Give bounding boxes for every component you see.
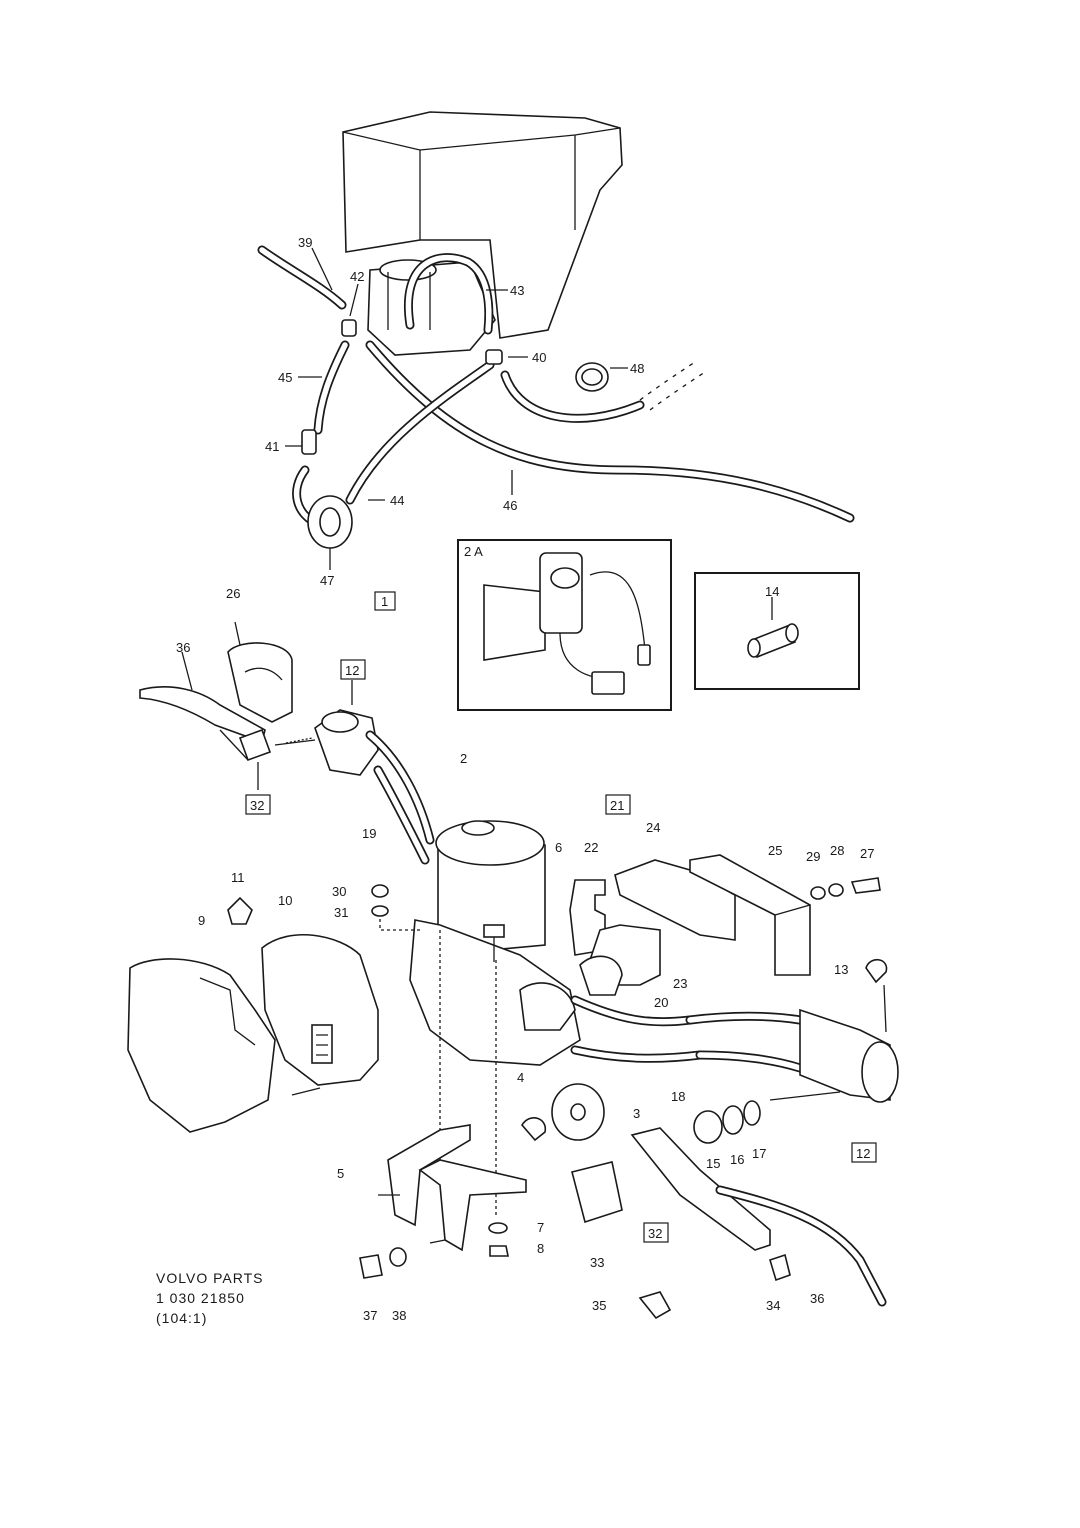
main-pump-assembly: [127, 820, 899, 1218]
footer-part-number: 1 030 21850: [156, 1290, 245, 1306]
callout-6: 6: [555, 840, 562, 855]
callout-14: 14: [765, 584, 779, 599]
callout-45: 45: [278, 370, 292, 385]
callout-16: 16: [730, 1152, 744, 1167]
callout-37: 37: [363, 1308, 377, 1323]
callout-36-right: 36: [810, 1291, 824, 1306]
callout-27: 27: [860, 846, 874, 861]
callout-8: 8: [537, 1241, 544, 1256]
callout-23: 23: [673, 976, 687, 991]
callout-25: 25: [768, 843, 782, 858]
footer-part-info: VOLVO PARTS 1 030 21850 (104:1): [156, 1268, 263, 1328]
callout-3: 3: [633, 1106, 640, 1121]
callout-33: 33: [590, 1255, 604, 1270]
reservoir-assembly: [342, 111, 623, 356]
callout-30: 30: [332, 884, 346, 899]
callout-13: 13: [834, 962, 848, 977]
box-ref-12-top: 12: [345, 663, 359, 678]
callout-36-left: 36: [176, 640, 190, 655]
callout-42: 42: [350, 269, 364, 284]
callout-18: 18: [671, 1089, 685, 1104]
box-ref-1: 1: [381, 594, 388, 609]
callout-38: 38: [392, 1308, 406, 1323]
callout-inset-2a: 2 A: [464, 544, 483, 559]
callout-34: 34: [766, 1298, 780, 1313]
callout-4: 4: [517, 1070, 524, 1085]
callout-15: 15: [706, 1156, 720, 1171]
callout-22: 22: [584, 840, 598, 855]
inset-2a: [457, 539, 672, 711]
box-ref-32-left: 32: [250, 798, 264, 813]
callout-19: 19: [362, 826, 376, 841]
callout-11: 11: [231, 870, 245, 885]
callout-44: 44: [390, 493, 404, 508]
inset-14: [694, 572, 860, 690]
callout-28: 28: [830, 843, 844, 858]
callout-17: 17: [752, 1146, 766, 1161]
callout-39: 39: [298, 235, 312, 250]
callout-26: 26: [226, 586, 240, 601]
lower-parts: [521, 1083, 887, 1320]
upper-hoses: [257, 245, 855, 549]
callout-9: 9: [198, 913, 205, 928]
callout-29: 29: [806, 849, 820, 864]
callout-47: 47: [320, 573, 334, 588]
boxed-references: 1 12 32 21 12 32: [245, 591, 877, 1243]
left-lever-assembly: [139, 621, 435, 865]
callout-35: 35: [592, 1298, 606, 1313]
callout-41: 41: [265, 439, 279, 454]
footer-brand: VOLVO PARTS: [156, 1270, 264, 1286]
upper-leaders: [285, 247, 628, 570]
callout-10: 10: [278, 893, 292, 908]
callout-labels: 39 42 43 40 48 45 41 44 46 47 2 A 14 26 …: [176, 235, 874, 1323]
callout-43: 43: [510, 283, 524, 298]
callout-40: 40: [532, 350, 546, 365]
callout-7: 7: [537, 1220, 544, 1235]
footer-ref: (104:1): [156, 1310, 208, 1326]
callout-48: 48: [630, 361, 644, 376]
callout-24: 24: [646, 820, 660, 835]
callout-46: 46: [503, 498, 517, 513]
callout-20: 20: [654, 995, 668, 1010]
box-ref-12-right: 12: [856, 1146, 870, 1161]
box-ref-21: 21: [610, 798, 624, 813]
bracket-5: [359, 1124, 527, 1279]
callout-5: 5: [337, 1166, 344, 1181]
brackets-right: [569, 854, 888, 1033]
callout-31: 31: [334, 905, 348, 920]
callout-2: 2: [460, 751, 467, 766]
box-ref-32-bottom: 32: [648, 1226, 662, 1241]
